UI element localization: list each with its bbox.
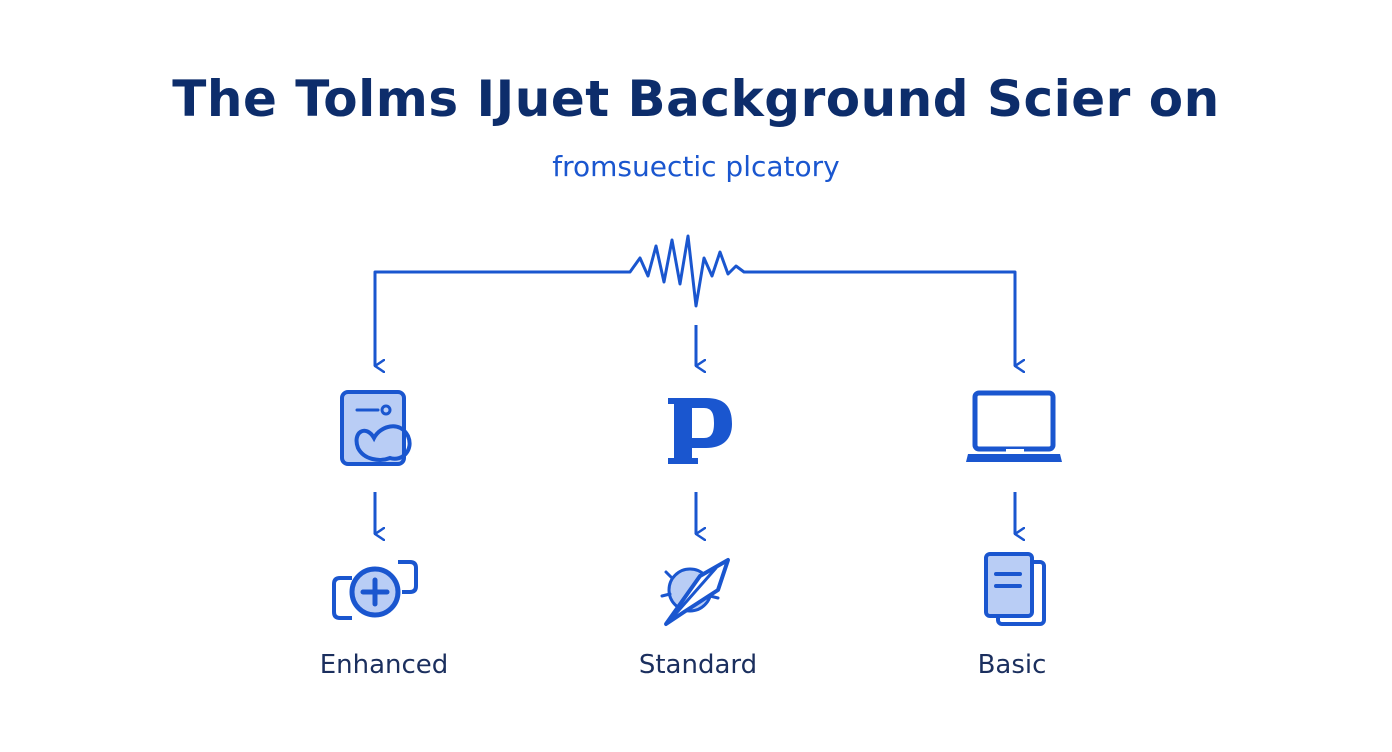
diagram-title: The Tolms IJuet Background Scier on (172, 70, 1220, 128)
label-enhanced: Enhanced (319, 650, 449, 680)
laptop-icon (966, 390, 1062, 462)
waveform-icon (373, 234, 1017, 308)
photo-card-icon (340, 390, 412, 466)
document-icon (984, 552, 1046, 626)
quill-icon (660, 558, 730, 626)
add-circle-icon (332, 560, 418, 620)
label-basic: Basic (977, 650, 1047, 680)
label-standard: Standard (638, 650, 758, 680)
letter-p-icon (668, 398, 732, 464)
diagram-subtitle: fromsuectic plcatory (552, 150, 840, 183)
